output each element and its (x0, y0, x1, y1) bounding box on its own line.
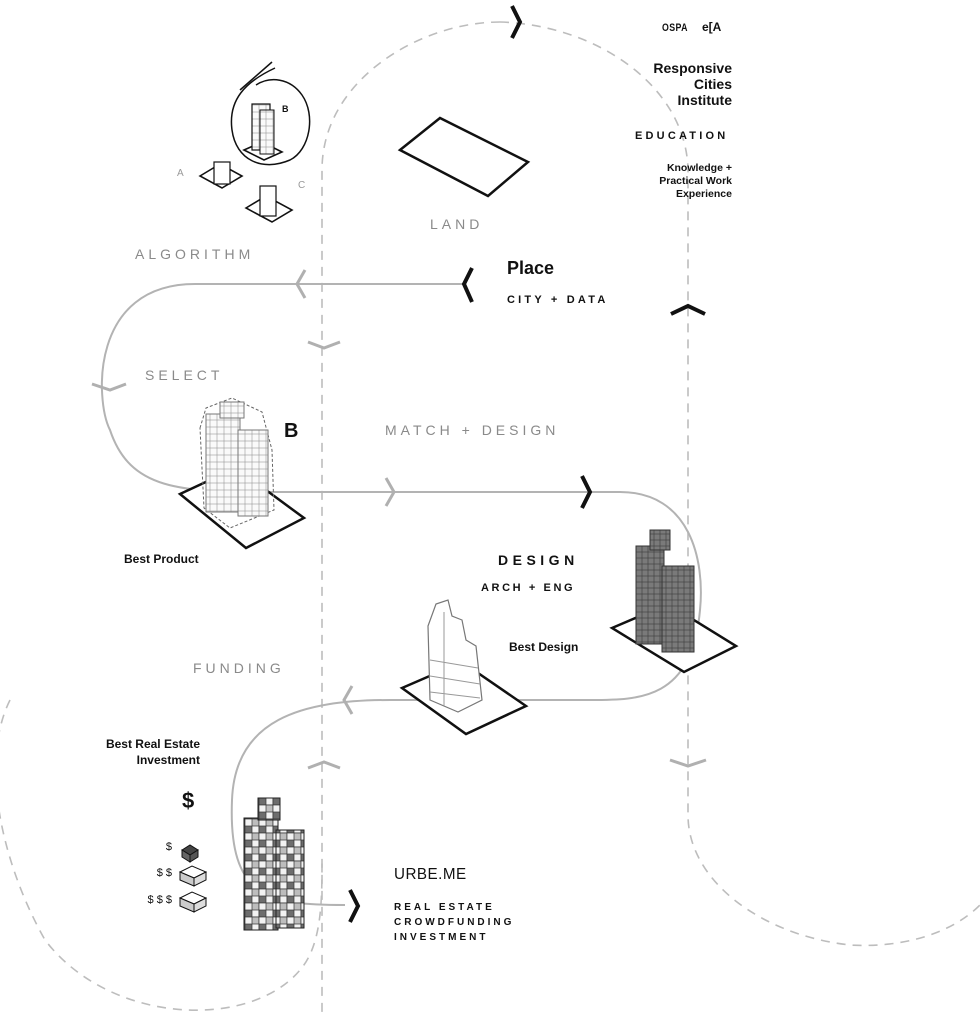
place-title: Place (507, 258, 555, 278)
best-design-building-icon (609, 529, 739, 674)
description-line: Knowledge + (666, 162, 732, 174)
dashed-loop-left (0, 699, 323, 1011)
funding-building-icon (399, 599, 529, 736)
urbe-subtitle: REAL ESTATE CROWDFUNDING INVESTMENT (394, 900, 514, 945)
org-name-line: Institute (677, 92, 732, 108)
option-c-label: C (298, 180, 306, 191)
funding-label: FUNDING (193, 660, 285, 676)
option-b-label: B (282, 104, 289, 114)
selected-option-label: B (284, 420, 299, 442)
tier-cube-1-icon (181, 844, 199, 863)
education-label: EDUCATION (635, 130, 729, 142)
best-design-label: Best Design (509, 640, 579, 654)
chevron-down-icon-right (669, 758, 707, 768)
dashed-loop-center (321, 21, 501, 1012)
org-name-line: Cities (693, 76, 732, 92)
tier-1-dollar: $ (165, 841, 172, 853)
urbe-subtitle-line: REAL ESTATE (394, 902, 495, 913)
chevron-up-icon-center (307, 760, 341, 770)
urbe-subtitle-line: INVESTMENT (394, 932, 489, 943)
chevron-left-icon-place (461, 267, 474, 303)
description-line: Experience (675, 188, 732, 200)
chevron-left-icon-funding (342, 685, 354, 715)
description-line: Practical Work (659, 175, 732, 187)
chevron-right-icon-urbe (348, 889, 361, 923)
chevron-down-icon-center (307, 340, 341, 350)
eia-logo: e[A (702, 20, 722, 34)
tier-cube-2-icon (178, 865, 208, 887)
match-design-label: MATCH + DESIGN (385, 422, 560, 438)
tier-3-dollar: $ $ $ (147, 894, 172, 906)
chevron-right-icon-design (580, 475, 593, 509)
urbe-logo: URBE.ME (394, 866, 467, 883)
select-label: SELECT (145, 367, 224, 383)
place-subtitle: CITY + DATA (507, 294, 609, 306)
design-title: DESIGN (498, 552, 579, 568)
urbe-subtitle-line: CROWDFUNDING (394, 917, 515, 928)
algorithm-label: ALGORITHM (135, 246, 255, 262)
algorithm-icon (198, 61, 311, 223)
best-investment-line: Investment (136, 753, 200, 767)
dollar-icon: $ (182, 788, 195, 813)
option-a-label: A (177, 168, 184, 179)
chevron-right-icon-top (510, 5, 523, 39)
process-path (100, 283, 702, 906)
best-investment-line: Best Real Estate (105, 737, 200, 751)
chevron-right-icon-grey (384, 477, 396, 507)
tier-2-dollar: $ $ (156, 867, 172, 879)
design-subtitle: ARCH + ENG (481, 582, 576, 594)
chevron-up-icon-right (670, 303, 706, 316)
chevron-down-icon-left (91, 382, 127, 392)
investment-building-icon (243, 797, 305, 931)
land-label: LAND (430, 216, 484, 232)
best-investment-label: Best Real Estate Investment (106, 736, 200, 768)
best-product-label: Best Product (124, 552, 199, 566)
land-plot-icon (397, 116, 531, 198)
dashed-loop-top (499, 21, 980, 947)
tier-cube-3-icon (178, 891, 208, 913)
ospa-logo: OSPA (662, 22, 688, 34)
chevron-left-icon-grey (295, 269, 307, 299)
education-description: Knowledge + Practical Work Experience (659, 162, 732, 201)
best-product-building-icon (177, 397, 307, 550)
org-name-block: Responsive Cities Institute (653, 60, 732, 108)
org-name-line: Responsive (653, 60, 732, 76)
